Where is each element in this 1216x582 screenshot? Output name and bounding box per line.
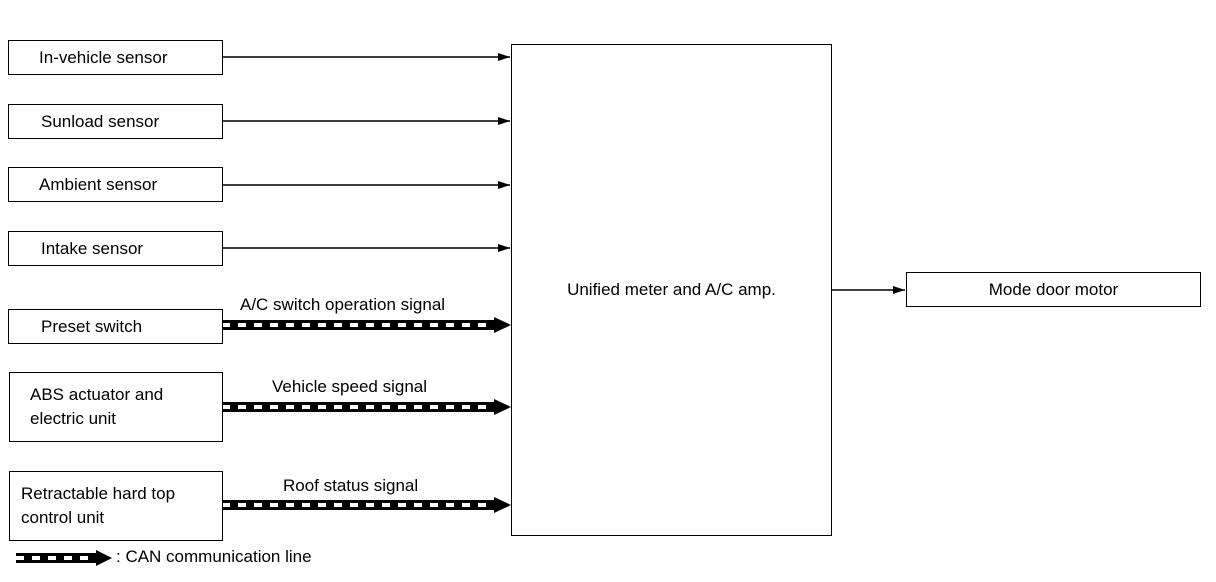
can-line-abs (222, 399, 511, 415)
in-vehicle-sensor-box: In-vehicle sensor (8, 40, 223, 75)
retractable-hard-top-box: Retractable hard top control unit (9, 471, 223, 541)
ac-switch-signal-label: A/C switch operation signal (240, 295, 446, 314)
ambient-sensor-box: Ambient sensor (8, 167, 223, 202)
can-line-preset (222, 317, 511, 333)
intake-sensor-label: Intake sensor (41, 238, 144, 258)
mode-door-motor-box: Mode door motor (906, 272, 1201, 307)
unified-meter-ac-amp-label: Unified meter and A/C amp. (567, 280, 776, 299)
abs-actuator-label-line1: ABS actuator and (30, 385, 164, 404)
preset-switch-label: Preset switch (41, 316, 143, 336)
roof-status-signal-label: Roof status signal (283, 476, 419, 495)
preset-switch-box: Preset switch (8, 309, 223, 344)
ambient-sensor-label: Ambient sensor (39, 174, 158, 194)
unified-meter-ac-amp-box: Unified meter and A/C amp. (511, 44, 832, 536)
can-line-roof (222, 497, 511, 513)
sunload-sensor-label: Sunload sensor (41, 111, 160, 131)
retractable-hard-top-label-line2: control unit (21, 508, 105, 527)
retractable-hard-top-label-line1: Retractable hard top (21, 484, 176, 503)
can-legend-symbol (16, 550, 112, 566)
mode-door-motor-label: Mode door motor (988, 279, 1119, 299)
sunload-sensor-box: Sunload sensor (8, 104, 223, 139)
vehicle-speed-signal-label: Vehicle speed signal (272, 377, 428, 396)
abs-actuator-label-line2: electric unit (30, 409, 116, 428)
intake-sensor-box: Intake sensor (8, 231, 223, 266)
abs-actuator-box: ABS actuator and electric unit (9, 372, 223, 442)
in-vehicle-sensor-label: In-vehicle sensor (39, 47, 168, 67)
legend-text: : CAN communication line (116, 547, 312, 566)
